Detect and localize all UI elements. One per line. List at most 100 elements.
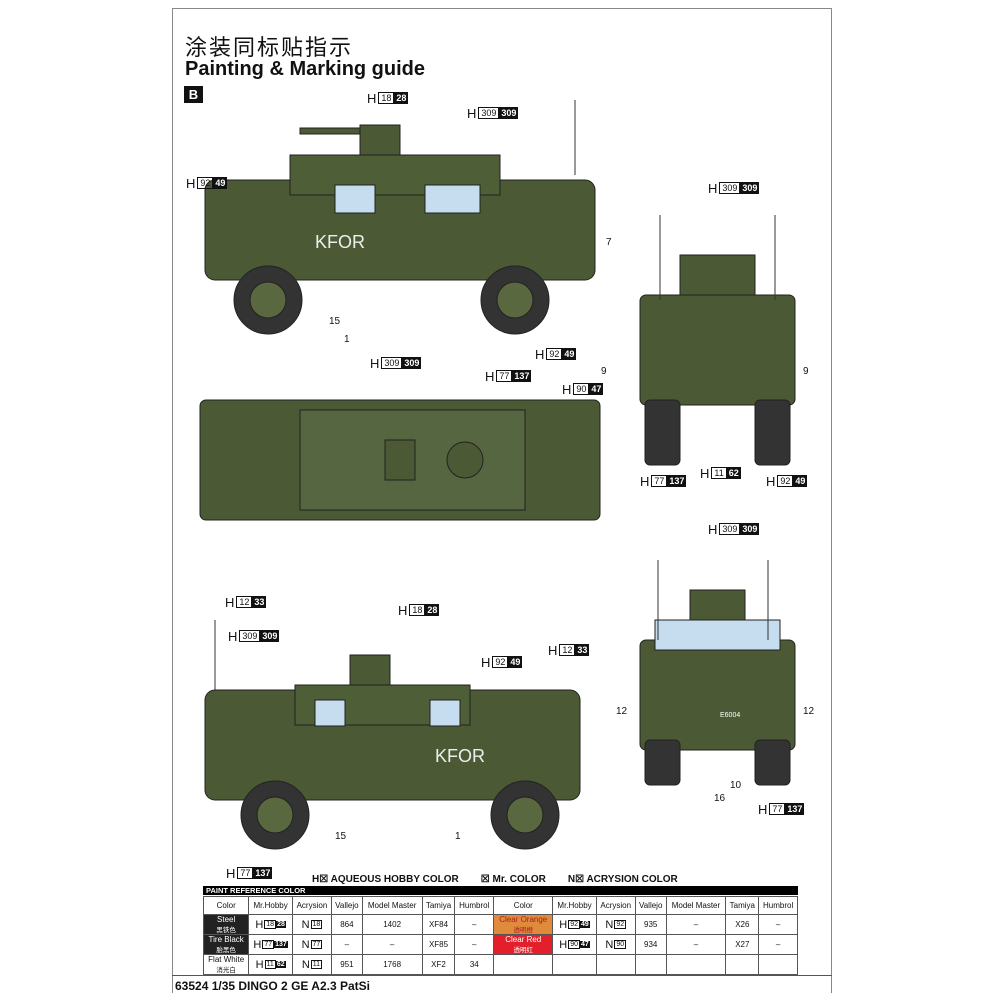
cell: XF2 [421, 954, 456, 975]
legend-aqueous: H☒ AQUEOUS HOBBY COLOR [312, 874, 459, 885]
part-number: 15 [335, 831, 347, 842]
cell: – [454, 914, 495, 935]
code: 18 [264, 920, 277, 929]
code: 11 [264, 960, 276, 969]
code: 62 [275, 961, 286, 968]
paint-table-title: PAINT REFERENCE COLOR [203, 886, 798, 895]
color-name: Clear Orange [499, 915, 548, 924]
part-number: 9 [601, 366, 607, 377]
col-header: Humbrol [454, 896, 495, 915]
cell: XF85 [421, 934, 456, 955]
cell: 864 [331, 914, 363, 935]
cell: 935 [634, 914, 667, 935]
col-header: Acrysion [595, 896, 636, 915]
code: 47 [580, 941, 590, 948]
cell: 34 [454, 954, 495, 975]
legend-acrysion: N☒ ACRYSION COLOR [567, 874, 678, 885]
part-number: 9 [803, 366, 809, 377]
col-header: Color [202, 896, 250, 915]
color-name-cn: 透明红 [513, 947, 534, 954]
code: 77 [262, 940, 275, 949]
color-name-cn: 胎黑色 [216, 947, 236, 954]
part-number: 12 [616, 706, 628, 717]
color-name-cn: 消光白 [216, 967, 236, 974]
color-name-cn: 黑铁色 [216, 927, 236, 934]
color-name: Flat White [208, 955, 245, 964]
cell: 951 [331, 954, 363, 975]
cell: – [331, 934, 363, 955]
color-name-cn: 透明橙 [513, 927, 534, 934]
legend-mr-color: ☒ Mr. COLOR [480, 874, 546, 885]
code: 137 [274, 941, 288, 948]
col-header: Humbrol [758, 896, 798, 915]
code: 18 [310, 920, 323, 929]
code: 90 [568, 940, 581, 949]
front-view [639, 560, 796, 786]
page-title: Painting & Marking guide [185, 58, 426, 80]
variant-badge: B [184, 86, 203, 103]
col-header: Vallejo [634, 896, 667, 915]
side-view-bottom: KFOR [204, 620, 581, 850]
col-header: Vallejo [331, 896, 363, 915]
col-header: Color [493, 896, 554, 915]
code: 49 [580, 921, 590, 928]
color-name: Tire Black [208, 935, 244, 944]
col-header: Mr.Hobby [552, 896, 597, 915]
kfor-marking-top: KFOR [315, 232, 365, 252]
cell: – [665, 934, 727, 955]
cell: – [454, 934, 495, 955]
code: 28 [276, 921, 286, 928]
part-number: 1 [455, 831, 461, 842]
code: 77 [310, 940, 323, 949]
col-header: Model Master [361, 896, 423, 915]
col-header: Acrysion [291, 896, 333, 915]
code: 90 [614, 940, 627, 949]
side-view-top: KFOR [204, 100, 596, 335]
code: 92 [568, 920, 581, 929]
color-legend: H☒ AQUEOUS HOBBY COLOR ☒ Mr. COLOR N☒ AC… [312, 874, 678, 885]
top-view [199, 399, 601, 521]
color-name: Clear Red [505, 935, 542, 944]
col-header: Mr.Hobby [248, 896, 293, 915]
kfor-marking-bottom: KFOR [435, 746, 485, 766]
part-number: 15 [329, 316, 341, 327]
cell: X26 [725, 914, 760, 935]
col-header: Tamiya [725, 896, 760, 915]
col-header: Model Master [665, 896, 727, 915]
footer-product-title: 63524 1/35 DINGO 2 GE A2.3 PatSi [172, 975, 832, 993]
part-number: 1 [344, 334, 350, 345]
color-name: Steel [217, 915, 236, 924]
part-number: 12 [803, 706, 815, 717]
code: 92 [614, 920, 627, 929]
page-frame [172, 8, 832, 993]
part-number: 7 [606, 237, 612, 248]
cell: – [758, 934, 798, 955]
license-plate: E6004 [720, 712, 741, 719]
cell: – [361, 934, 423, 955]
cell: 1402 [361, 914, 423, 935]
code: 11 [310, 960, 323, 969]
cell: 1768 [361, 954, 423, 975]
cell: X27 [725, 934, 760, 955]
title-chinese: 涂装同标贴指示 [185, 35, 354, 60]
